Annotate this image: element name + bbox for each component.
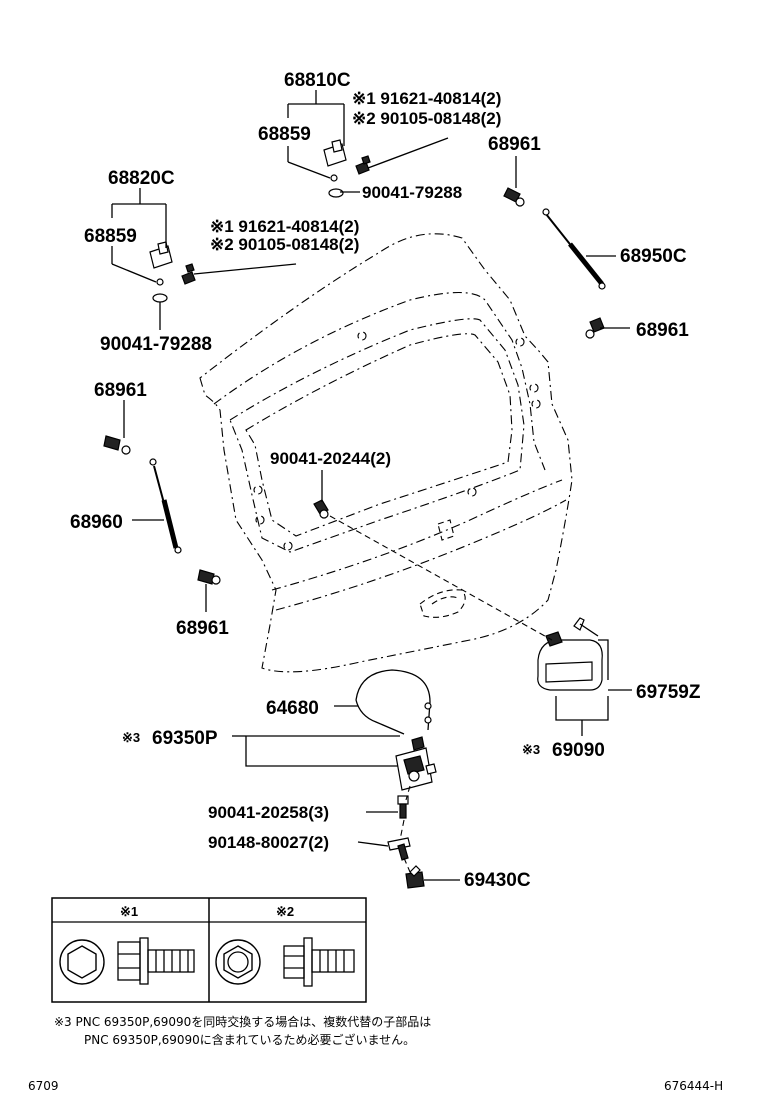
label-69350p: 69350P bbox=[152, 728, 218, 749]
hinge-68810c bbox=[323, 139, 371, 198]
label-68960: 68960 bbox=[70, 512, 123, 533]
label-68961-left-top: 68961 bbox=[94, 380, 147, 401]
stay-damper-68950c bbox=[503, 187, 606, 339]
label-69350p-mark: ※3 bbox=[122, 730, 140, 745]
footnote-line-1: ※3 PNC 69350P,69090を同時交換する場合は、複数代替の子部品は bbox=[54, 1014, 431, 1029]
label-clip-20244: 90041-20244(2) bbox=[270, 449, 391, 468]
label-grommet-a: 90041-79288 bbox=[362, 183, 462, 202]
label-bolt-a1: ※1 91621-40814(2) bbox=[352, 89, 501, 108]
flange-bolt-side-icon bbox=[117, 937, 195, 985]
leader-lines bbox=[111, 90, 632, 881]
legend-header-1: ※1 bbox=[120, 904, 138, 919]
footer-right-code: 676444-H bbox=[664, 1079, 723, 1093]
back-door-panel bbox=[199, 233, 573, 673]
label-69759z: 69759Z bbox=[636, 682, 701, 703]
washer-bolt-side-icon bbox=[283, 937, 355, 987]
lock-assembly-69350p bbox=[395, 736, 437, 791]
connection-lines bbox=[329, 515, 553, 873]
label-68961-top-right: 68961 bbox=[488, 134, 541, 155]
label-68961-left-bottom: 68961 bbox=[176, 618, 229, 639]
stay-damper-68960 bbox=[103, 435, 221, 585]
label-69090: 69090 bbox=[552, 740, 605, 761]
legend-box: ※1 ※2 bbox=[51, 897, 367, 1003]
legend-header-2: ※2 bbox=[276, 904, 294, 919]
label-68859-left: 68859 bbox=[84, 226, 137, 247]
clip-90041-20244 bbox=[313, 499, 329, 519]
cable-64680 bbox=[355, 669, 432, 735]
label-bolt-b1: ※1 91621-40814(2) bbox=[210, 217, 359, 236]
hinge-68820c bbox=[149, 241, 196, 303]
lock-bolt-90041-20258 bbox=[397, 795, 409, 819]
striker-69430c bbox=[405, 865, 425, 889]
screw-90148-80027 bbox=[387, 837, 411, 861]
flange-bolt-head-icon bbox=[59, 939, 105, 985]
label-68859-top: 68859 bbox=[258, 124, 311, 145]
label-69430c: 69430C bbox=[464, 870, 531, 891]
label-bolt-20258: 90041-20258(3) bbox=[208, 803, 329, 822]
label-69090-mark: ※3 bbox=[522, 742, 540, 757]
label-68950c: 68950C bbox=[620, 246, 687, 267]
outside-handle-69090 bbox=[537, 617, 603, 691]
label-64680: 64680 bbox=[266, 698, 319, 719]
label-68961-right: 68961 bbox=[636, 320, 689, 341]
label-bolt-a2: ※2 90105-08148(2) bbox=[352, 109, 501, 128]
footnote-line-2: PNC 69350P,69090に含まれているため必要ございません。 bbox=[84, 1032, 415, 1047]
washer-bolt-head-icon bbox=[215, 939, 261, 985]
label-bolt-b2: ※2 90105-08148(2) bbox=[210, 235, 359, 254]
footer-left-code: 6709 bbox=[28, 1079, 59, 1093]
label-68820c: 68820C bbox=[108, 168, 175, 189]
part-labels: 68810C 68859 ※1 91621-40814(2) ※2 90105-… bbox=[70, 70, 701, 891]
label-68810c: 68810C bbox=[284, 70, 351, 91]
label-screw-80027: 90148-80027(2) bbox=[208, 833, 329, 852]
label-grommet-b: 90041-79288 bbox=[100, 334, 212, 355]
